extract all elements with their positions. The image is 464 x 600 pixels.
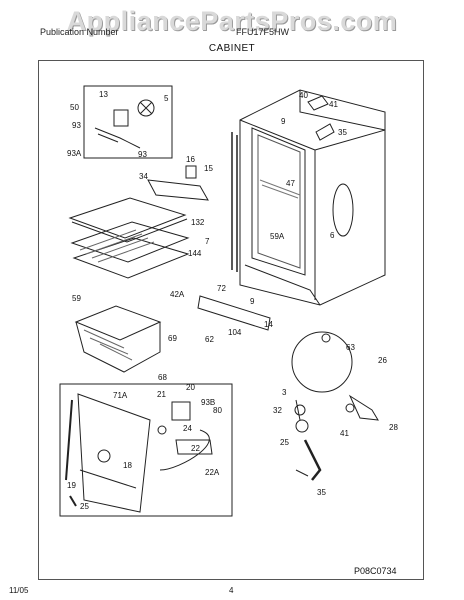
callout-9-mid: 9 xyxy=(250,297,255,306)
callout-18: 18 xyxy=(123,461,132,470)
callout-35-top: 35 xyxy=(338,128,347,137)
cabinet-body xyxy=(239,89,386,306)
callout-25-low: 25 xyxy=(280,438,289,447)
callout-20: 20 xyxy=(186,383,195,392)
watermark: AppliancePartsPros.com xyxy=(66,6,398,36)
callout-5: 5 xyxy=(164,94,169,103)
thermostat-parts xyxy=(157,401,213,471)
gasket-strips xyxy=(231,132,238,272)
callout-41-low: 41 xyxy=(340,429,349,438)
callout-14: 14 xyxy=(264,320,273,329)
callout-6: 6 xyxy=(330,231,335,240)
callout-3: 3 xyxy=(282,388,287,397)
callout-19: 19 xyxy=(67,481,76,490)
wire-shelves xyxy=(68,197,190,279)
callout-22: 22 xyxy=(191,444,200,453)
callout-144: 144 xyxy=(188,249,202,258)
diagram-code: P08C0734 xyxy=(354,566,397,576)
callout-93a-top: 93 xyxy=(72,121,81,130)
callout-26: 26 xyxy=(378,356,387,365)
top-hinge-parts xyxy=(307,95,335,141)
hinge-assembly xyxy=(291,331,379,421)
callout-13: 13 xyxy=(99,90,108,99)
callout-42A: 42A xyxy=(170,290,185,299)
callout-80: 80 xyxy=(213,406,222,415)
callout-22A: 22A xyxy=(205,468,220,477)
callout-68: 68 xyxy=(158,373,167,382)
light-housing xyxy=(147,165,209,201)
callout-69: 69 xyxy=(168,334,177,343)
callout-32: 32 xyxy=(273,406,282,415)
callout-63: 63 xyxy=(346,343,355,352)
control-inset-box xyxy=(59,383,233,517)
page-number: 4 xyxy=(229,586,234,595)
callout-7: 7 xyxy=(205,237,210,246)
diagram-frame xyxy=(38,60,424,580)
callout-93B: 93B xyxy=(201,398,216,407)
callout-93-top-right: 93 xyxy=(138,150,147,159)
callout-34: 34 xyxy=(139,172,148,181)
callout-71A: 71A xyxy=(113,391,128,400)
freezer-basket xyxy=(74,305,162,373)
section-title: CABINET xyxy=(208,43,256,54)
callout-15: 15 xyxy=(204,164,213,173)
kick-plate xyxy=(197,295,271,331)
callout-104: 104 xyxy=(228,328,242,337)
callout-59A: 59A xyxy=(270,232,285,241)
callout-40: 40 xyxy=(299,91,308,100)
callout-21: 21 xyxy=(157,390,166,399)
callout-16: 16 xyxy=(186,155,195,164)
callout-25-left: 25 xyxy=(80,502,89,511)
callout-132: 132 xyxy=(191,218,205,227)
callout-59: 59 xyxy=(72,294,81,303)
callout-35-low: 35 xyxy=(317,488,326,497)
callout-9-top: 9 xyxy=(281,117,286,126)
callout-50: 50 xyxy=(70,103,79,112)
callout-24: 24 xyxy=(183,424,192,433)
callout-41-top: 41 xyxy=(329,100,338,109)
callout-72: 72 xyxy=(217,284,226,293)
leveling-parts xyxy=(294,399,322,481)
fan-inset-box xyxy=(83,85,173,159)
callout-62: 62 xyxy=(205,335,214,344)
publication-label: Publication Number xyxy=(40,27,119,37)
callout-28: 28 xyxy=(389,423,398,432)
callout-93A: 93A xyxy=(67,149,82,158)
control-panel xyxy=(65,393,151,513)
model-number: FFU17F5HW xyxy=(236,27,290,37)
fan-assembly xyxy=(94,99,155,149)
footer-date: 11/05 xyxy=(9,586,29,595)
callout-47: 47 xyxy=(286,179,295,188)
